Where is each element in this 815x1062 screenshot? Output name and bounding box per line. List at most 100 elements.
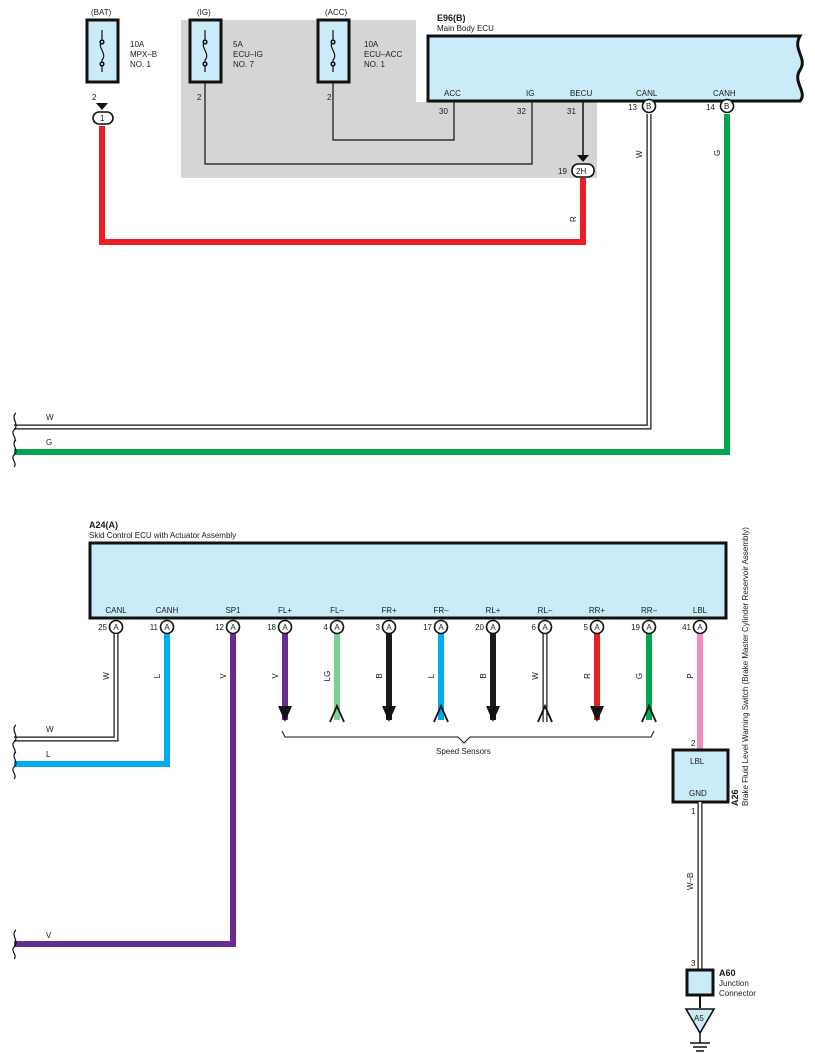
skid-terminal-label: SP1 [225,606,241,615]
main-body-ecu-code: E96(B) [437,13,466,23]
bus-g-label: G [46,438,52,447]
sensor-arrow-down [486,706,500,722]
skid-terminal-label: RL+ [486,606,501,615]
skid-connector-label: A [542,623,548,632]
skid-terminal-label: FR– [433,606,449,615]
fuse-bat-name: MPX–B [130,50,157,59]
skid-terminal-pin: 19 [631,623,640,632]
terminal-becu-label: BECU [570,89,592,98]
skid-connector-label: A [334,623,340,632]
fuse-acc-pin: 2 [327,93,332,102]
sensor-arrow-up [329,703,345,723]
skid-terminal-pin: 3 [376,623,381,632]
skid-connector-label: A [282,623,288,632]
junction-connector-name2: Connector [719,989,756,998]
skid-wire-label: P [686,673,695,678]
terminal-ig-label: IG [526,89,534,98]
skid-wire-label: V [219,673,228,679]
pin-canl: 13 [628,103,637,112]
pin-ig: 32 [517,107,526,116]
fuse-bat-rating: 10A [130,40,145,49]
fuse-ig-pin: 2 [197,93,202,102]
break-marks-bottom [12,724,17,960]
skid-terminal-pin: 25 [98,623,107,632]
skid-wire-label: W [531,672,540,680]
skid-terminal-label: CANH [156,606,179,615]
fuse-ig-rating: 5A [233,40,243,49]
connector-canh-b [719,98,735,114]
bus-bottom-w-label: W [46,725,54,734]
junction-2h-label: 2H [576,167,586,176]
skid-ecu-name: Skid Control ECU with Actuator Assembly [89,531,236,540]
skid-terminal-label: FR+ [381,606,397,615]
skid-wire-label: L [427,673,436,678]
level-switch-pin-bottom: 1 [691,807,696,816]
sensor-arrow-down [382,706,396,722]
wire-canl-label: W [635,150,644,158]
skid-connector-label: A [646,623,652,632]
skid-wire-label: G [635,673,644,679]
level-switch-box [671,748,730,804]
wire-ig [204,82,533,165]
arrow-2h [577,155,589,162]
skid-connector-label: A [113,623,119,632]
bus-bottom-l-label: L [46,750,51,759]
ground-icon [690,1042,710,1052]
wire-canh-label: G [713,150,722,156]
level-switch-code: A26 [730,789,740,806]
fuse-bat-pin: 2 [92,93,97,102]
speed-sensors-label: Speed Sensors [436,747,491,756]
skid-connector-label: A [594,623,600,632]
skid-wire-label: B [375,673,384,678]
level-switch-bottom-label: GND [689,789,707,798]
skid-terminal-pin: 17 [423,623,432,632]
fuse-ig-source: (IG) [197,8,211,17]
skid-connector [329,619,345,635]
fuse-ig-name: ECU–IG [233,50,263,59]
skid-connector [159,619,175,635]
skid-terminal-pin: 11 [150,623,159,632]
pin-becu: 31 [567,107,576,116]
skid-terminal-pin: 4 [324,623,329,632]
skid-wire-label: W [102,672,111,680]
fuse-acc-number: NO. 1 [364,60,385,69]
skid-connector [589,619,605,635]
skid-connector-label: A [230,623,236,632]
level-switch-top-label: LBL [690,757,705,766]
pin-canh: 14 [706,103,715,112]
skid-terminal-pin: 20 [475,623,484,632]
main-body-ecu: E96(B) Main Body ECU ACC IG BECU CANL CA… [426,13,804,103]
ground-triangle-a5 [684,1008,716,1035]
ground-label: A5 [694,1014,704,1023]
speed-sensors-bracket [281,730,655,744]
skid-connector [277,619,293,635]
skid-terminal-label: RR– [641,606,658,615]
skid-terminal-label: RL– [538,606,553,615]
skid-connector [537,619,553,635]
wire-red-bat-becu [99,126,586,245]
skid-connector [225,619,241,635]
skid-connector [381,619,397,635]
terminal-canh-label: CANH [713,89,736,98]
skid-wire-label: V [271,673,280,679]
connector-canl-b-label: B [646,102,651,111]
bus-w-label: W [46,413,54,422]
main-body-ecu-name: Main Body ECU [437,24,494,33]
skid-control-ecu: A24(A) Skid Control ECU with Actuator As… [88,520,728,620]
wire-canh-g [14,114,730,455]
sensor-arrow-down [278,706,292,722]
connector-bat [92,111,114,125]
fuse-acc-name: ECU–ACC [364,50,402,59]
wire-acc [332,82,455,141]
skid-terminal-label: FL– [330,606,344,615]
skid-terminal-label: RR+ [589,606,606,615]
arrow-bat [96,103,108,110]
skid-wire-label: LG [323,671,332,682]
skid-connector-label: A [386,623,392,632]
connector-bat-label: 1 [100,114,105,123]
wire-skid-sp1-v [14,634,236,947]
skid-terminal-pin: 6 [532,623,537,632]
level-switch-name: Brake Fluid Level Warning Switch (Brake … [741,527,750,806]
